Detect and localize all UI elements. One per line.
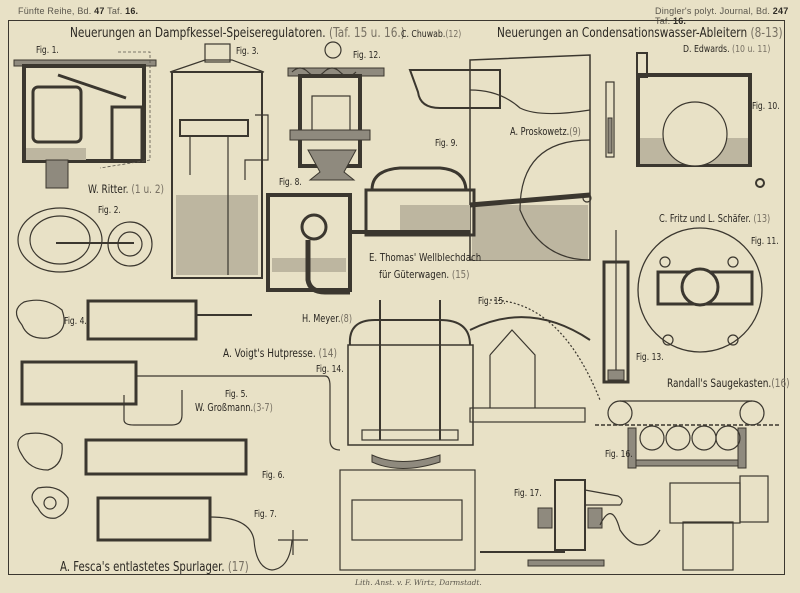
- fig1-drawing: [13, 51, 157, 189]
- title-left-ref: (Taf. 15 u. 16.): [329, 25, 405, 41]
- fig12-drawing: [287, 41, 385, 181]
- fig8-drawing: [266, 193, 352, 295]
- fig9-valve-drawing: [350, 166, 476, 237]
- fig-6-label: Fig. 6.: [262, 470, 285, 481]
- label-randall: Randall's Saugekasten.(16): [667, 376, 790, 390]
- fig-17-label: Fig. 17.: [514, 488, 542, 499]
- label-voigt: A. Voigt's Hutpresse. (14): [223, 346, 337, 360]
- journal-plate-prefix: Taf.: [655, 16, 671, 26]
- label-chuwab: C. Chuwab.(12): [401, 29, 461, 40]
- label-fesca: A. Fesca's entlastetes Spurlager. (17): [60, 560, 249, 575]
- inventor-name: A. Fesca's entlastetes Spurlager.: [60, 560, 225, 575]
- inventor-name: C. Chuwab.: [401, 29, 446, 40]
- inventor-ref: (14): [318, 346, 337, 360]
- lithographer-imprint: Lith. Anst. v. F. Wirtz, Darmstadt.: [355, 578, 482, 587]
- fig-4-label: Fig. 4.: [64, 316, 87, 327]
- inventor-ref: (13): [753, 213, 771, 225]
- fig-9-label: Fig. 9.: [435, 138, 458, 149]
- inventor-ref: (10 u. 11): [732, 44, 771, 55]
- plate-frame: [8, 20, 785, 575]
- fig2-drawing: [17, 207, 153, 273]
- thomas-ref: (15): [451, 268, 470, 281]
- inventor-ref: (1 u. 2): [131, 182, 165, 196]
- series-label: Fünfte Reihe, Bd.: [18, 6, 92, 16]
- plate-header-left: Fünfte Reihe, Bd. 47 Taf. 16.: [18, 6, 138, 16]
- label-ritter: W. Ritter. (1 u. 2): [88, 182, 164, 196]
- fig17-drawing: [480, 475, 769, 571]
- fig3-drawing: [169, 43, 269, 279]
- fig-12-label: Fig. 12.: [353, 50, 381, 61]
- fig-8-label: Fig. 8.: [279, 177, 302, 188]
- fig-7-label: Fig. 7.: [254, 509, 277, 520]
- fig16-drawing: [595, 400, 780, 469]
- fig15-drawing: [469, 299, 601, 423]
- inventor-name: A. Voigt's Hutpresse.: [223, 346, 316, 360]
- inventor-name: Randall's Saugekasten.: [667, 376, 772, 390]
- fig-11-label: Fig. 11.: [751, 236, 779, 247]
- fig4-7-drawings: [15, 299, 341, 571]
- fig14-drawing: [339, 300, 476, 571]
- plate-prefix: Taf.: [107, 6, 123, 16]
- fig-10-label: Fig. 10.: [752, 101, 780, 112]
- label-thomas-line1: E. Thomas' Wellblechdach: [369, 251, 481, 264]
- fig13-drawing: [602, 230, 630, 384]
- title-right-text: Neuerungen an Condensationswasser-Ableit…: [497, 25, 748, 41]
- fig-3-label: Fig. 3.: [236, 46, 259, 57]
- thomas-title-line2: für Güterwagen.: [379, 268, 450, 281]
- inventor-ref: (9): [569, 126, 581, 138]
- inventor-name: W. Ritter.: [88, 182, 129, 196]
- label-edwards: D. Edwards. (10 u. 11): [683, 44, 770, 55]
- fig10-drawing: [605, 52, 765, 188]
- title-left-text: Neuerungen an Dampfkessel-Speiseregulato…: [70, 25, 326, 41]
- inventor-name: W. Großmann.: [195, 402, 254, 414]
- fig-14-label: Fig. 14.: [316, 364, 344, 375]
- inventor-ref: (17): [227, 560, 249, 575]
- fig9-drawing: [408, 54, 592, 261]
- inventor-ref: (3-7): [253, 402, 273, 414]
- label-thomas-line2: für Güterwagen. (15): [379, 268, 469, 281]
- inventor-ref: (16): [771, 376, 790, 390]
- label-meyer: H. Meyer.(8): [302, 313, 352, 325]
- thomas-title-line1: E. Thomas' Wellblechdach: [369, 251, 482, 264]
- inventor-ref: (12): [445, 29, 462, 40]
- fig-1-label: Fig. 1.: [36, 45, 59, 56]
- title-feed-regulators: Neuerungen an Dampfkessel-Speiseregulato…: [70, 25, 405, 41]
- fig-15-label: Fig. 15.: [478, 296, 506, 307]
- label-fritz-schaefer: C. Fritz und L. Schäfer. (13): [659, 213, 770, 225]
- journal-volume: 247: [772, 6, 789, 16]
- inventor-name: C. Fritz und L. Schäfer.: [659, 213, 751, 225]
- title-right-ref: (8-13): [750, 25, 783, 41]
- title-condensation: Neuerungen an Condensationswasser-Ableit…: [497, 25, 783, 41]
- inventor-name: D. Edwards.: [683, 44, 730, 55]
- fig11-drawing: [637, 227, 763, 353]
- label-grossmann: W. Großmann.(3-7): [195, 402, 273, 414]
- inventor-ref: (8): [340, 313, 353, 325]
- inventor-name: H. Meyer.: [302, 313, 341, 325]
- plate-header-right: Dingler's polyt. Journal, Bd. 247 Taf. 1…: [655, 6, 800, 26]
- plate-number: 16.: [125, 6, 139, 16]
- fig-5-label: Fig. 5.: [225, 389, 248, 400]
- journal-label: Dingler's polyt. Journal, Bd.: [655, 6, 771, 16]
- fig-2-label: Fig. 2.: [98, 205, 121, 216]
- fig-16-label: Fig. 16.: [605, 449, 633, 460]
- label-proskowetz: A. Proskowetz.(9): [510, 126, 581, 138]
- journal-plate-number: 16.: [673, 16, 687, 26]
- inventor-name: A. Proskowetz.: [510, 126, 570, 138]
- fig-13-label: Fig. 13.: [636, 352, 664, 363]
- volume-number: 47: [94, 6, 105, 16]
